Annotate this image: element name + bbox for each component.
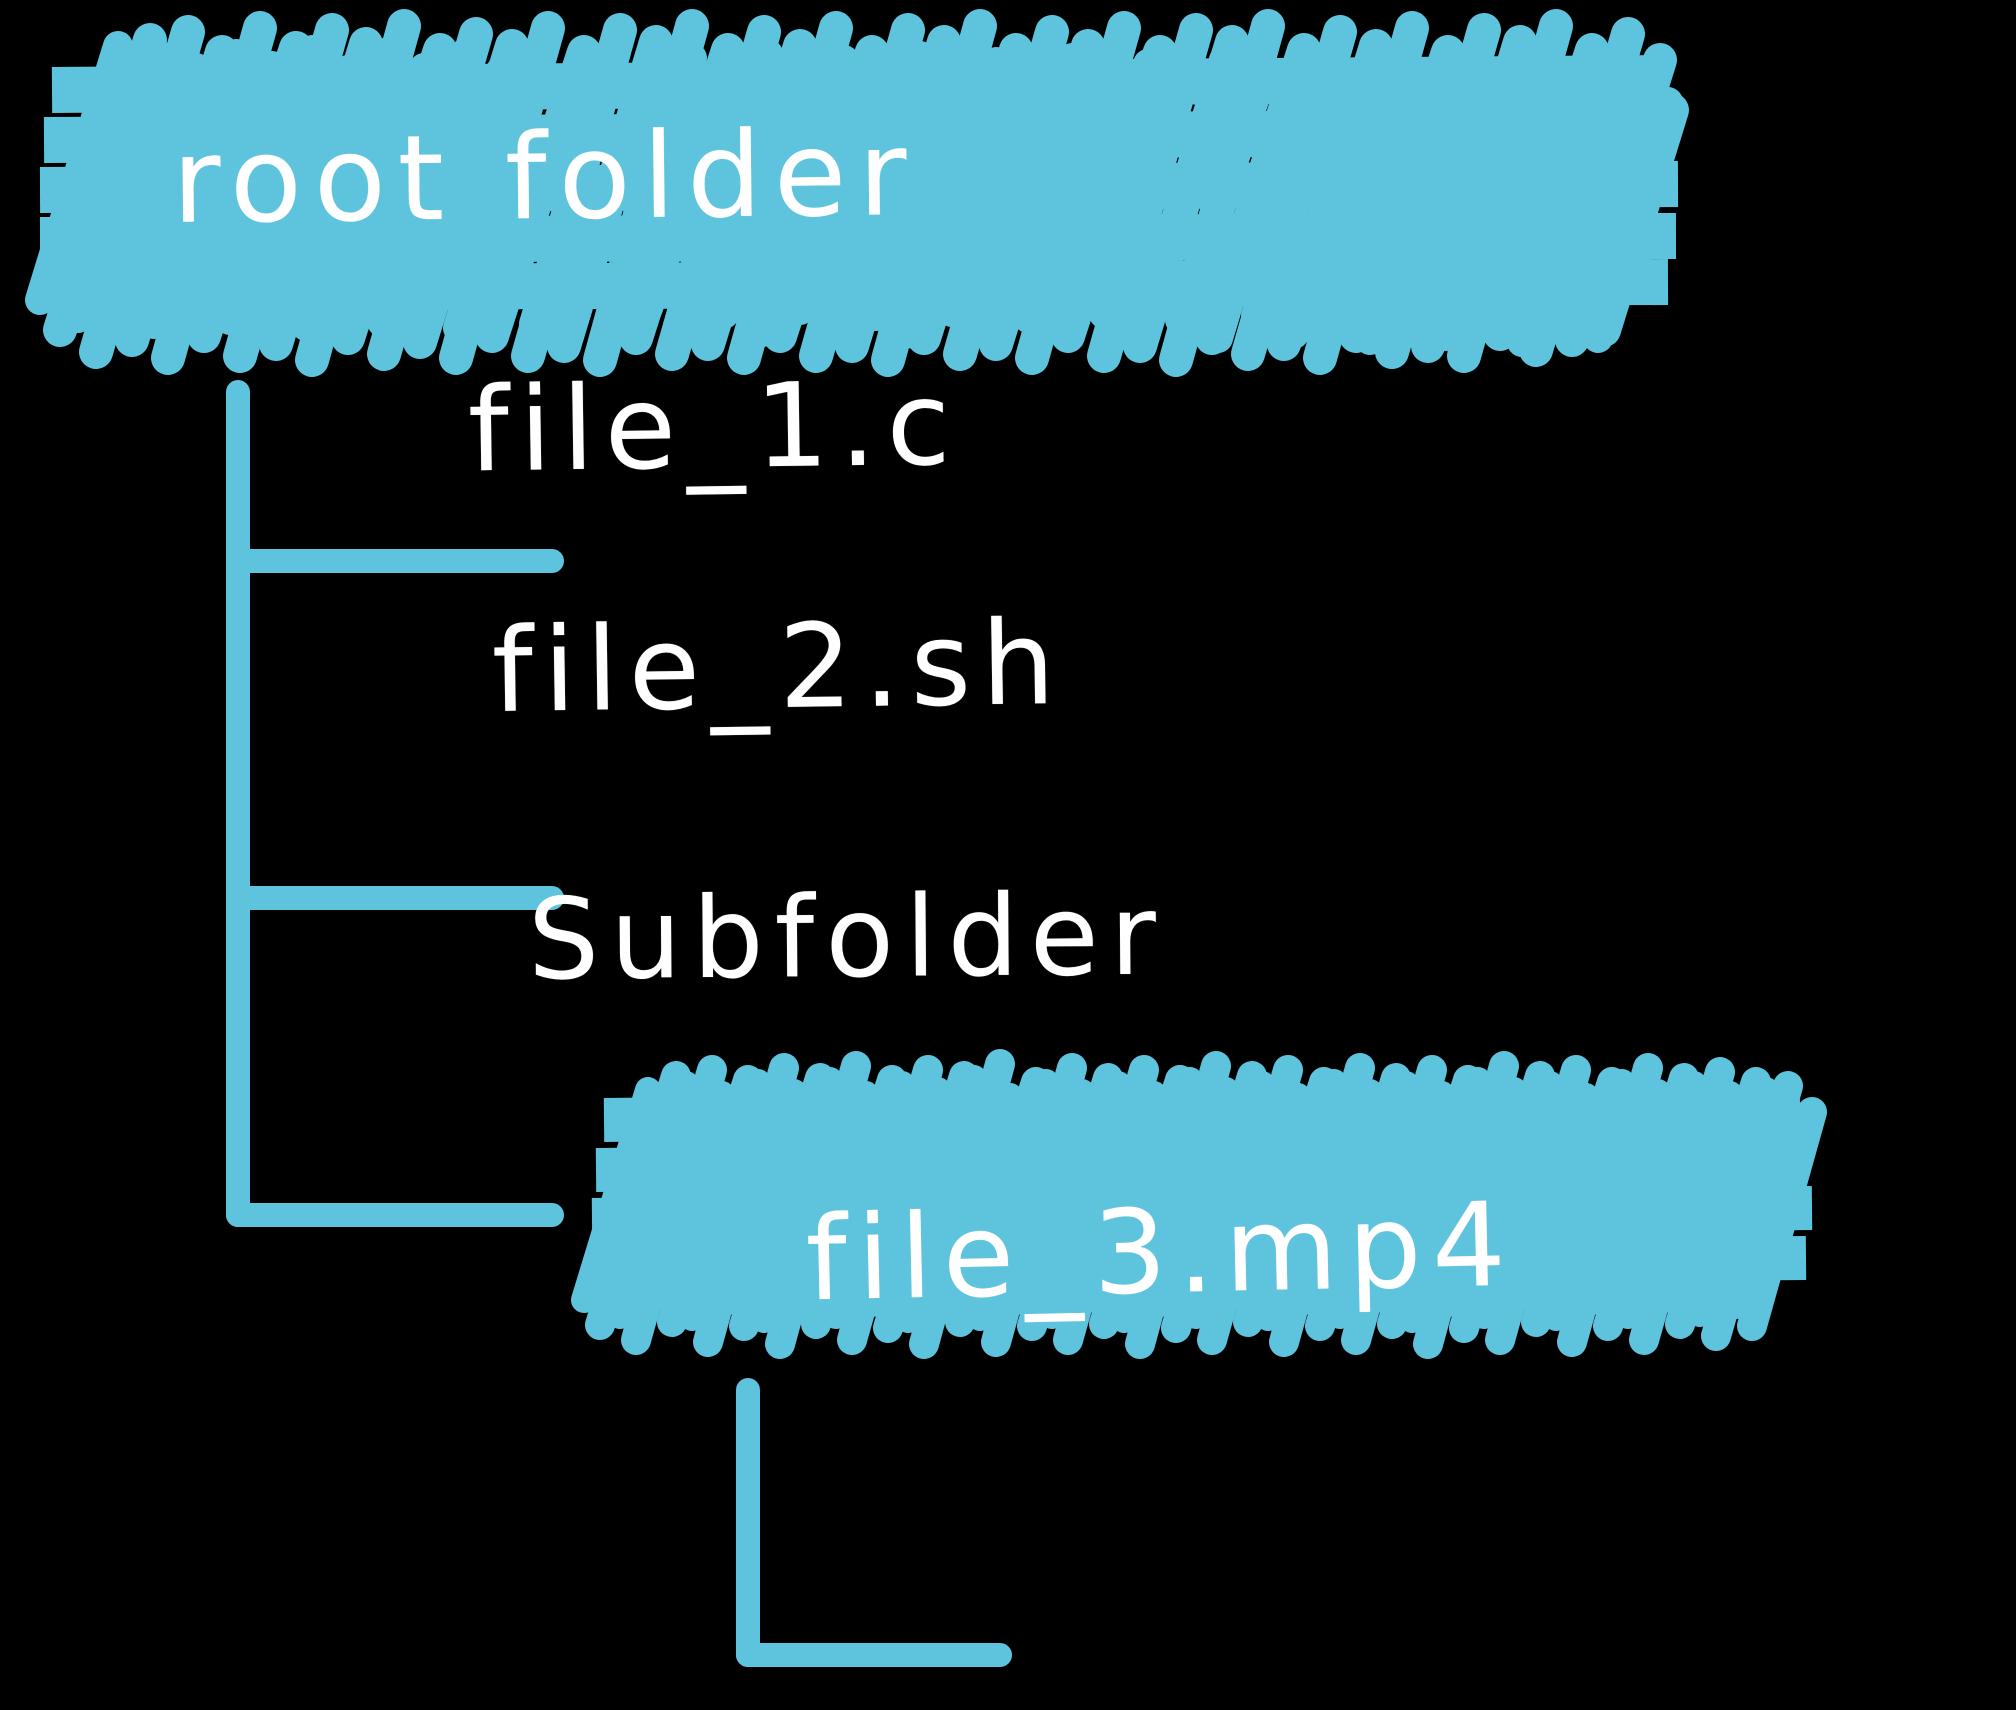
root-folder-label[interactable]: root folder <box>171 104 920 250</box>
tree-node-subfolder[interactable]: Subfolder <box>527 870 1168 1006</box>
tree-connector-icon <box>226 380 1012 1667</box>
tree-node-file-2[interactable]: file_2.sh <box>491 596 1067 739</box>
tree-node-file-3[interactable]: file_3.mp4 <box>804 1177 1518 1328</box>
tree-node-file-1[interactable]: file_1.c <box>467 356 962 499</box>
